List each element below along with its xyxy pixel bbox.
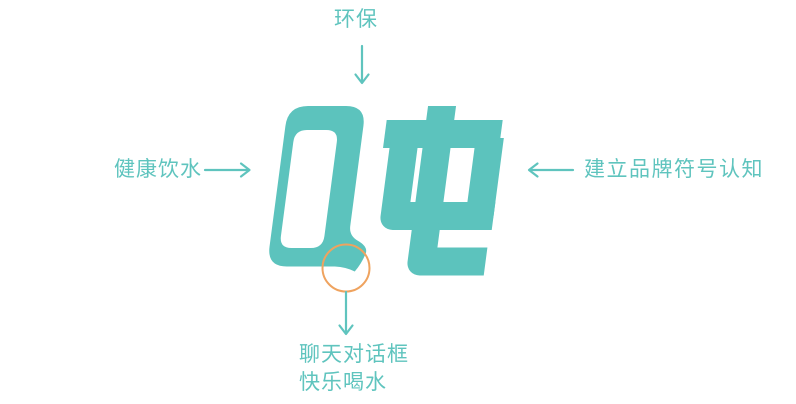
bottom-down-arrow-icon: [338, 290, 354, 336]
annotation-bottom-happy-drinking: 快乐喝水: [299, 371, 387, 394]
annotation-right-brand-symbol: 建立品牌符号认知: [584, 158, 764, 181]
bubble-zero-glyph: [269, 106, 367, 272]
annotation-top-environmental: 环保: [334, 8, 378, 31]
ton-logo: 吨: [269, 106, 504, 276]
tun-right-vertical-stroke: [437, 138, 504, 230]
annotation-arrows: [203, 44, 575, 336]
annotation-left-healthy-drinking: 健康饮水: [114, 158, 202, 181]
tun-stem-hook-stroke: [407, 106, 488, 276]
right-left-arrow-icon: [527, 162, 575, 178]
top-down-arrow-icon: [354, 44, 370, 85]
annotation-bottom-chat-bubble: 聊天对话框: [299, 343, 409, 366]
tun-glyph: [380, 106, 504, 276]
left-right-arrow-icon: [203, 162, 251, 178]
